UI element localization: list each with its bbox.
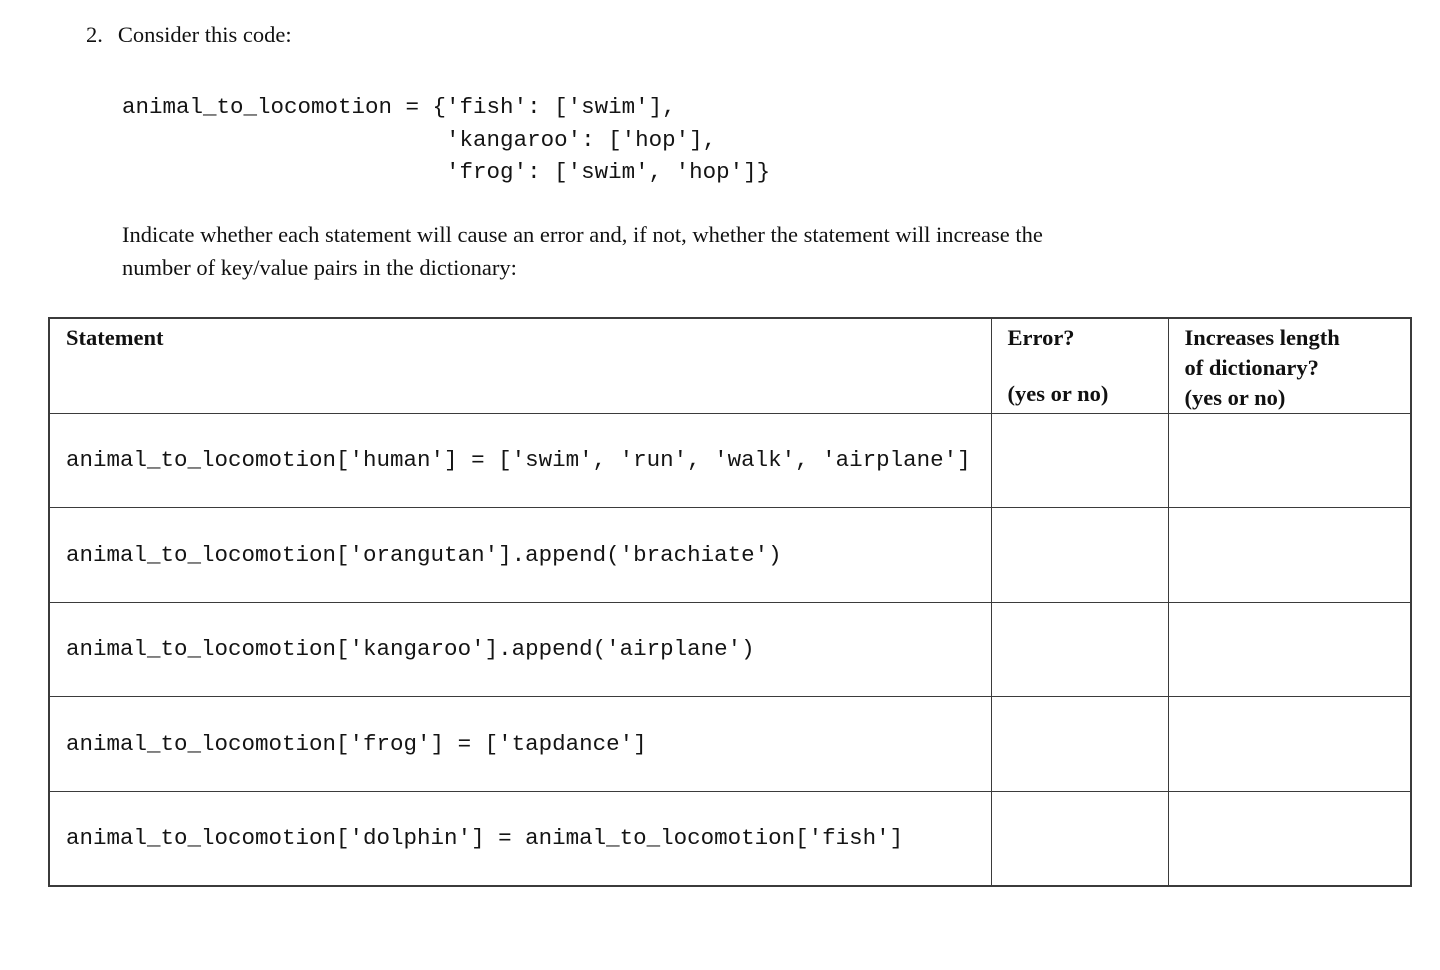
question-line: 2. Consider this code:	[86, 21, 292, 49]
statement-header-label: Statement	[66, 325, 164, 350]
question-number: 2.	[86, 22, 103, 47]
table-row: animal_to_locomotion['orangutan'].append…	[48, 507, 1412, 603]
answer-table: Statement Error? (yes or no) Increases l…	[48, 317, 1412, 887]
error-answer-cell	[990, 412, 1169, 508]
increases-answer-cell	[1167, 601, 1412, 697]
table-row: animal_to_locomotion['kangaroo'].append(…	[48, 601, 1412, 697]
error-column-header: Error? (yes or no)	[990, 317, 1169, 414]
increases-answer-cell	[1167, 412, 1412, 508]
statement-cell: animal_to_locomotion['orangutan'].append…	[48, 507, 992, 603]
error-header-subtitle: (yes or no)	[1007, 381, 1109, 406]
question-intro-text: Consider this code:	[117, 22, 292, 47]
table-header-row: Statement Error? (yes or no) Increases l…	[48, 317, 1412, 414]
statement-column-header: Statement	[48, 317, 992, 414]
statement-cell: animal_to_locomotion['dolphin'] = animal…	[48, 790, 992, 886]
error-answer-cell	[990, 601, 1169, 697]
increases-answer-cell	[1167, 790, 1412, 886]
table-row: animal_to_locomotion['frog'] = ['tapdanc…	[48, 696, 1412, 792]
error-answer-cell	[990, 507, 1169, 603]
statement-cell: animal_to_locomotion['frog'] = ['tapdanc…	[48, 696, 992, 792]
increases-column-header: Increases length of dictionary? (yes or …	[1167, 317, 1412, 414]
increases-header-subtitle: (yes or no)	[1184, 385, 1286, 410]
statement-cell: animal_to_locomotion['kangaroo'].append(…	[48, 601, 992, 697]
increases-answer-cell	[1167, 696, 1412, 792]
error-answer-cell	[990, 790, 1169, 886]
error-answer-cell	[990, 696, 1169, 792]
code-block: animal_to_locomotion = {'fish': ['swim']…	[122, 94, 771, 185]
increases-header-title: Increases length of dictionary?	[1184, 325, 1340, 380]
table-row: animal_to_locomotion['dolphin'] = animal…	[48, 790, 1412, 886]
error-header-title: Error?	[1007, 325, 1075, 350]
table-row: animal_to_locomotion['human'] = ['swim',…	[48, 412, 1412, 508]
increases-answer-cell	[1167, 507, 1412, 603]
instructions-paragraph: Indicate whether each statement will cau…	[122, 222, 1043, 280]
statement-cell: animal_to_locomotion['human'] = ['swim',…	[48, 412, 992, 508]
